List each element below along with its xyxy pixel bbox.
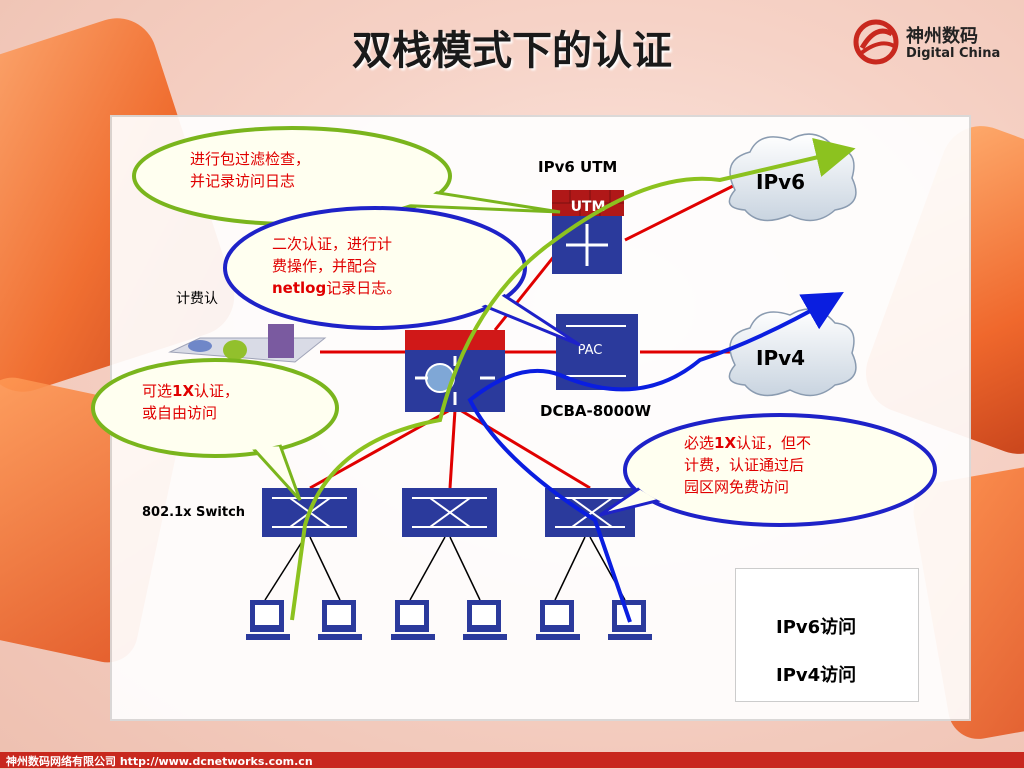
bubble-3 xyxy=(91,358,339,502)
footer-text: 神州数码网络有限公司 http://www.dcnetworks.com.cn xyxy=(6,755,313,768)
logo-text-en: Digital China xyxy=(906,46,1001,61)
pc-links xyxy=(264,536,626,601)
pc-icon xyxy=(536,600,580,640)
footer-bar: 神州数码网络有限公司 http://www.dcnetworks.com.cn xyxy=(0,752,1024,768)
core-router xyxy=(405,330,505,412)
bubble-4-post: 认证，但不 xyxy=(736,434,812,452)
bubble-2 xyxy=(223,206,581,347)
bubble-3-pre: 可选 xyxy=(142,382,173,400)
bubble-1 xyxy=(132,126,561,226)
dcba-label: DCBA-8000W xyxy=(540,402,652,420)
bubble-1-line: 进行包过滤检查， xyxy=(190,150,311,168)
bubble-4-line: 园区网免费访问 xyxy=(684,478,790,496)
billing-label: 计费认 xyxy=(176,291,218,307)
svg-text:PAC: PAC xyxy=(578,343,603,358)
bubble-4-pre: 必选 xyxy=(684,434,715,452)
ipv6-path-arrow xyxy=(290,137,856,621)
company-logo: 神州数码 Digital China xyxy=(848,14,1018,70)
bubble-3-line: 可选1X认证， xyxy=(142,380,322,402)
bubble-4-line: 必选1X认证，但不 xyxy=(684,432,894,454)
access-switch-2 xyxy=(402,488,497,537)
bubble-3-text: 可选1X认证， 或自由访问 xyxy=(142,380,322,424)
legend-ipv6-label: IPv6访问 xyxy=(776,617,857,638)
bubble-2-bold: netlog xyxy=(272,279,327,297)
pc-icons xyxy=(246,600,652,640)
bubble-2-rest: 记录日志。 xyxy=(326,279,402,297)
ipv6-cloud-label: IPv6 xyxy=(756,170,806,194)
bubble-4-text: 必选1X认证，但不 计费，认证通过后 园区网免费访问 xyxy=(684,432,894,498)
page-title: 双栈模式下的认证 xyxy=(352,28,672,74)
bubble-3-line: 或自由访问 xyxy=(142,404,218,422)
pc-icon xyxy=(318,600,362,640)
bubble-3-post: 认证， xyxy=(194,382,240,400)
legend-box: IPv6访问 IPv4访问 xyxy=(735,568,919,702)
pc-icon xyxy=(246,600,290,640)
pc-icon xyxy=(391,600,435,640)
legend-ipv4-label: IPv4访问 xyxy=(776,665,857,686)
bubble-1-text: 进行包过滤检查， 并记录访问日志 xyxy=(190,148,430,192)
bubble-3-bold: 1X xyxy=(172,382,195,400)
billing-servers xyxy=(168,324,327,363)
utm-label: IPv6 UTM xyxy=(538,158,618,176)
bubble-2-line: 费操作，并配合 xyxy=(272,257,378,275)
switch-label: 802.1x Switch xyxy=(142,505,246,520)
bubble-2-text: 二次认证，进行计 费操作，并配合 netlog记录日志。 xyxy=(272,233,502,299)
bubble-4 xyxy=(599,413,937,527)
bubble-4-line: 计费，认证通过后 xyxy=(684,456,805,474)
bubble-4-bold: 1X xyxy=(714,434,737,452)
ipv4-path-arrow xyxy=(467,292,844,623)
bubble-2-line: netlog记录日志。 xyxy=(272,277,502,299)
utm-device: UTM xyxy=(552,190,624,274)
logo-text-cn: 神州数码 xyxy=(906,26,978,47)
ipv4-cloud xyxy=(728,308,857,397)
logo-icon xyxy=(853,19,899,65)
ipv4-cloud-label: IPv4 xyxy=(756,346,806,370)
bubble-2-line: 二次认证，进行计 xyxy=(272,235,393,253)
bubble-1-line: 并记录访问日志 xyxy=(190,172,296,190)
pc-icon xyxy=(463,600,507,640)
